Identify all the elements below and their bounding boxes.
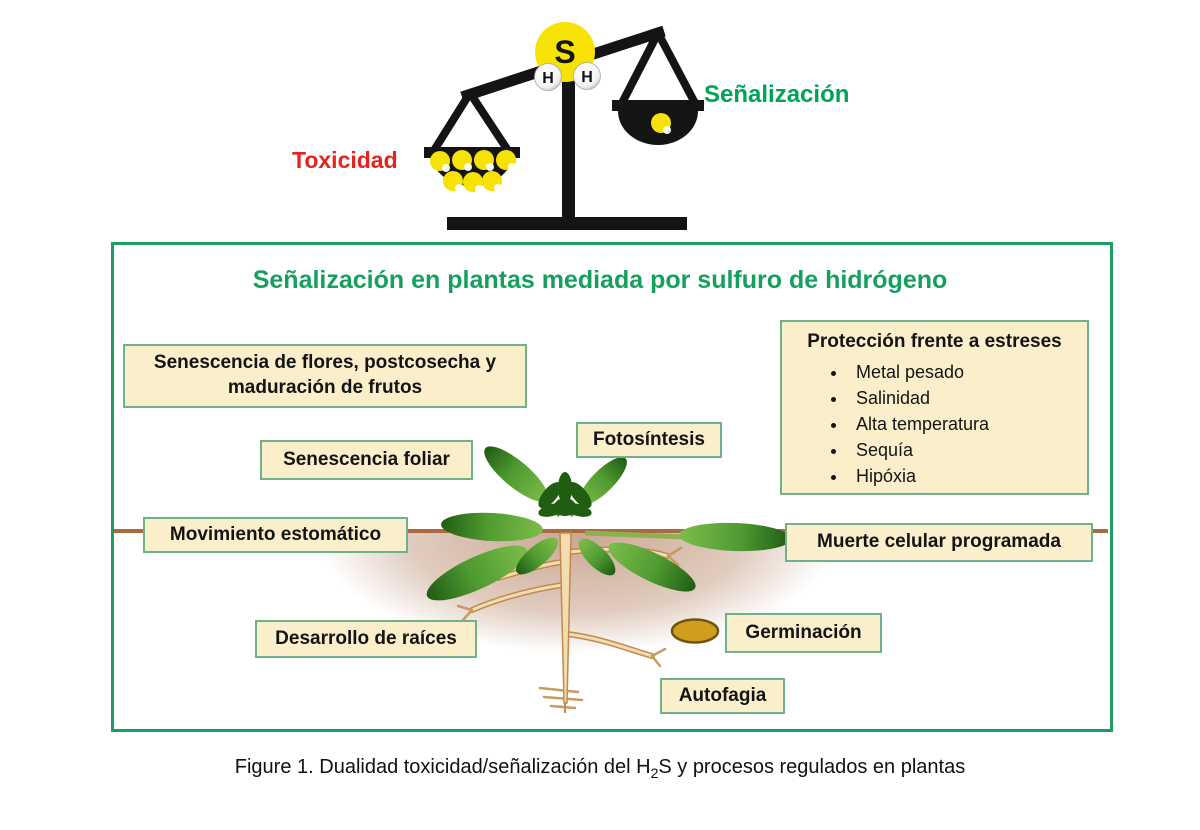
figure-caption: Figure 1. Dualidad toxicidad/señalizació… bbox=[0, 756, 1200, 781]
list-item: Metal pesado bbox=[848, 359, 1087, 385]
list-item: Sequía bbox=[848, 437, 1087, 463]
caption-text-end: S y procesos regulados en plantas bbox=[658, 756, 966, 778]
label-box-senescencia-foliar: Senescencia foliar bbox=[260, 440, 473, 480]
toxicity-molecule-balls bbox=[430, 150, 516, 193]
list-item: Alta temperatura bbox=[848, 411, 1087, 437]
hydrogen-left-label: H bbox=[542, 70, 554, 87]
hydrogen-atom-left bbox=[534, 63, 562, 91]
scale-post bbox=[562, 58, 575, 220]
right-pan bbox=[612, 31, 704, 145]
list-item: Salinidad bbox=[848, 385, 1087, 411]
proteccion-title: Protección frente a estreses bbox=[807, 331, 1062, 352]
h2s-molecule: S H H bbox=[534, 22, 601, 91]
label-box-senescencia-flores: Senescencia de flores, postcosecha y mad… bbox=[123, 344, 527, 408]
label-box-movimiento-estomatico: Movimiento estomático bbox=[143, 517, 408, 553]
hydrogen-atom-right bbox=[573, 62, 601, 90]
label-box-germinacion: Germinación bbox=[725, 613, 882, 653]
panel-title: Señalización en plantas mediada por sulf… bbox=[252, 266, 948, 294]
caption-subscript: 2 bbox=[650, 765, 659, 781]
hydrogen-right-label: H bbox=[581, 69, 593, 86]
scale-base bbox=[447, 217, 687, 230]
label-box-autofagia: Autofagia bbox=[660, 678, 785, 714]
label-box-muerte-celular: Muerte celular programada bbox=[785, 523, 1093, 562]
proteccion-list: Metal pesado Salinidad Alta temperatura … bbox=[848, 359, 1087, 489]
label-box-fotosintesis: Fotosíntesis bbox=[576, 422, 722, 458]
toxicity-label: Toxicidad bbox=[292, 147, 398, 173]
sulfur-label: S bbox=[554, 34, 575, 70]
label-box-proteccion-estreses: Protección frente a estreses Metal pesad… bbox=[780, 320, 1089, 495]
list-item: Hipóxia bbox=[848, 463, 1087, 489]
label-box-desarrollo-raices: Desarrollo de raíces bbox=[255, 620, 477, 658]
balance-scale-illustration: S H H bbox=[424, 22, 704, 230]
signaling-label: Señalización bbox=[704, 81, 850, 108]
signaling-molecule-ball bbox=[651, 113, 671, 134]
caption-text-start: Figure 1. Dualidad toxicidad/señalizació… bbox=[234, 756, 651, 778]
